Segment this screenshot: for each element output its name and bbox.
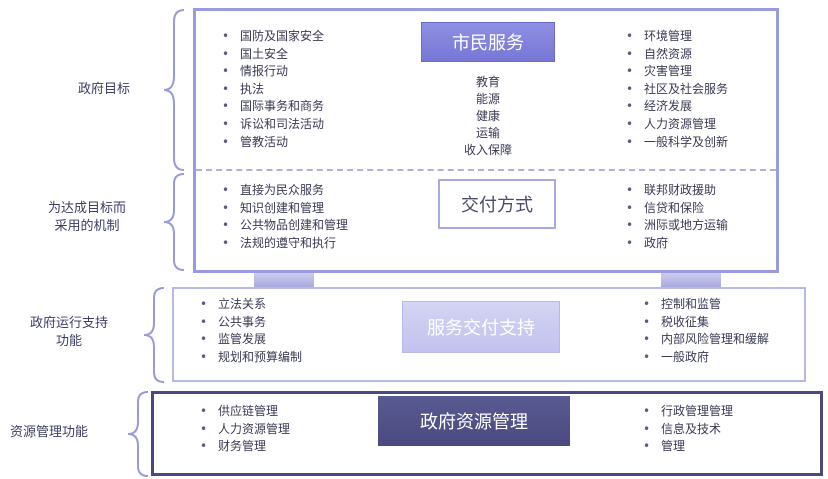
list-item: 执法 — [222, 81, 324, 99]
list-item: 自然资源 — [626, 46, 728, 64]
list-item: 内部风险管理和缓解 — [643, 331, 769, 349]
list-goals-right: 环境管理 自然资源 灾害管理 社区及社会服务 经济发展 人力资源管理 一般科学及… — [626, 28, 728, 151]
divider-dashed — [196, 169, 776, 171]
list-item: 规划和预算编制 — [200, 349, 302, 367]
list-item: 法规的遵守和执行 — [222, 235, 348, 253]
brace-resource — [127, 391, 149, 477]
list-item: 税收征集 — [643, 314, 769, 332]
list-item: 供应链管理 — [200, 403, 290, 421]
header-service-delivery-support: 服务交付支持 — [402, 301, 560, 353]
list-item: 一般政府 — [643, 349, 769, 367]
list-mechanisms-left: 直接为民众服务 知识创建和管理 公共物品创建和管理 法规的遵守和执行 — [222, 182, 348, 252]
list-item: 一般科学及创新 — [626, 134, 728, 152]
label-government-goals: 政府目标 — [78, 82, 131, 97]
list-item: 控制和监管 — [643, 296, 769, 314]
brace-support — [143, 287, 165, 383]
list-item: 教育 — [475, 75, 500, 89]
list-item: 政府 — [626, 235, 728, 253]
list-item: 经济发展 — [626, 98, 728, 116]
list-item: 联邦财政援助 — [626, 182, 728, 200]
list-resource-right: 行政管理管理 信息及技术 管理 — [643, 403, 733, 456]
list-item: 洲际或地方运输 — [626, 217, 728, 235]
label-mechanisms-line1: 为达成目标而 — [48, 201, 127, 216]
list-item: 灾害管理 — [626, 63, 728, 81]
list-item: 国际事务和商务 — [222, 98, 324, 116]
label-mechanisms: 为达成目标而 采用的机制 — [48, 200, 126, 236]
list-goals-left: 国防及国家安全 国土安全 情报行动 执法 国际事务和商务 诉讼和司法活动 管教活… — [222, 28, 324, 151]
list-item: 健康 — [475, 109, 500, 123]
list-support-right: 控制和监管 税收征集 内部风险管理和缓解 一般政府 — [643, 296, 769, 366]
list-item: 运输 — [475, 126, 500, 140]
label-support-line2: 功能 — [56, 334, 83, 349]
list-item: 收入保障 — [463, 143, 512, 157]
list-item: 社区及社会服务 — [626, 81, 728, 99]
list-item: 国土安全 — [222, 46, 324, 64]
label-resource-management: 资源管理功能 — [10, 425, 89, 440]
list-item: 国防及国家安全 — [222, 28, 324, 46]
label-support-functions: 政府运行支持 功能 — [30, 315, 108, 351]
list-item: 财务管理 — [200, 438, 290, 456]
list-item: 公共事务 — [200, 314, 302, 332]
list-item: 管理 — [643, 438, 733, 456]
list-item: 人力资源管理 — [200, 421, 290, 439]
header-delivery-mode: 交付方式 — [438, 179, 556, 229]
list-item: 行政管理管理 — [643, 403, 733, 421]
list-item: 信息及技术 — [643, 421, 733, 439]
list-item: 环境管理 — [626, 28, 728, 46]
list-item: 直接为民众服务 — [222, 182, 348, 200]
label-mechanisms-line2: 采用的机制 — [54, 219, 120, 234]
connector-pillar-left — [254, 272, 314, 288]
list-goals-center: 教育 能源 健康 运输 收入保障 — [448, 74, 528, 159]
list-item: 监管发展 — [200, 331, 302, 349]
list-item: 管教活动 — [222, 134, 324, 152]
list-item: 信贷和保险 — [626, 200, 728, 218]
list-item: 人力资源管理 — [626, 116, 728, 134]
list-resource-left: 供应链管理 人力资源管理 财务管理 — [200, 403, 290, 456]
brace-goals — [163, 9, 185, 171]
list-item: 能源 — [475, 92, 500, 106]
header-citizen-services: 市民服务 — [421, 22, 555, 62]
list-support-left: 立法关系 公共事务 监管发展 规划和预算编制 — [200, 296, 302, 366]
connector-pillar-right — [661, 272, 721, 288]
list-item: 立法关系 — [200, 296, 302, 314]
header-resource-management: 政府资源管理 — [378, 396, 570, 446]
list-item: 公共物品创建和管理 — [222, 217, 348, 235]
label-support-line1: 政府运行支持 — [30, 316, 109, 331]
list-item: 诉讼和司法活动 — [222, 116, 324, 134]
list-mechanisms-right: 联邦财政援助 信贷和保险 洲际或地方运输 政府 — [626, 182, 728, 252]
list-item: 知识创建和管理 — [222, 200, 348, 218]
brace-mechanisms — [163, 173, 185, 271]
list-item: 情报行动 — [222, 63, 324, 81]
